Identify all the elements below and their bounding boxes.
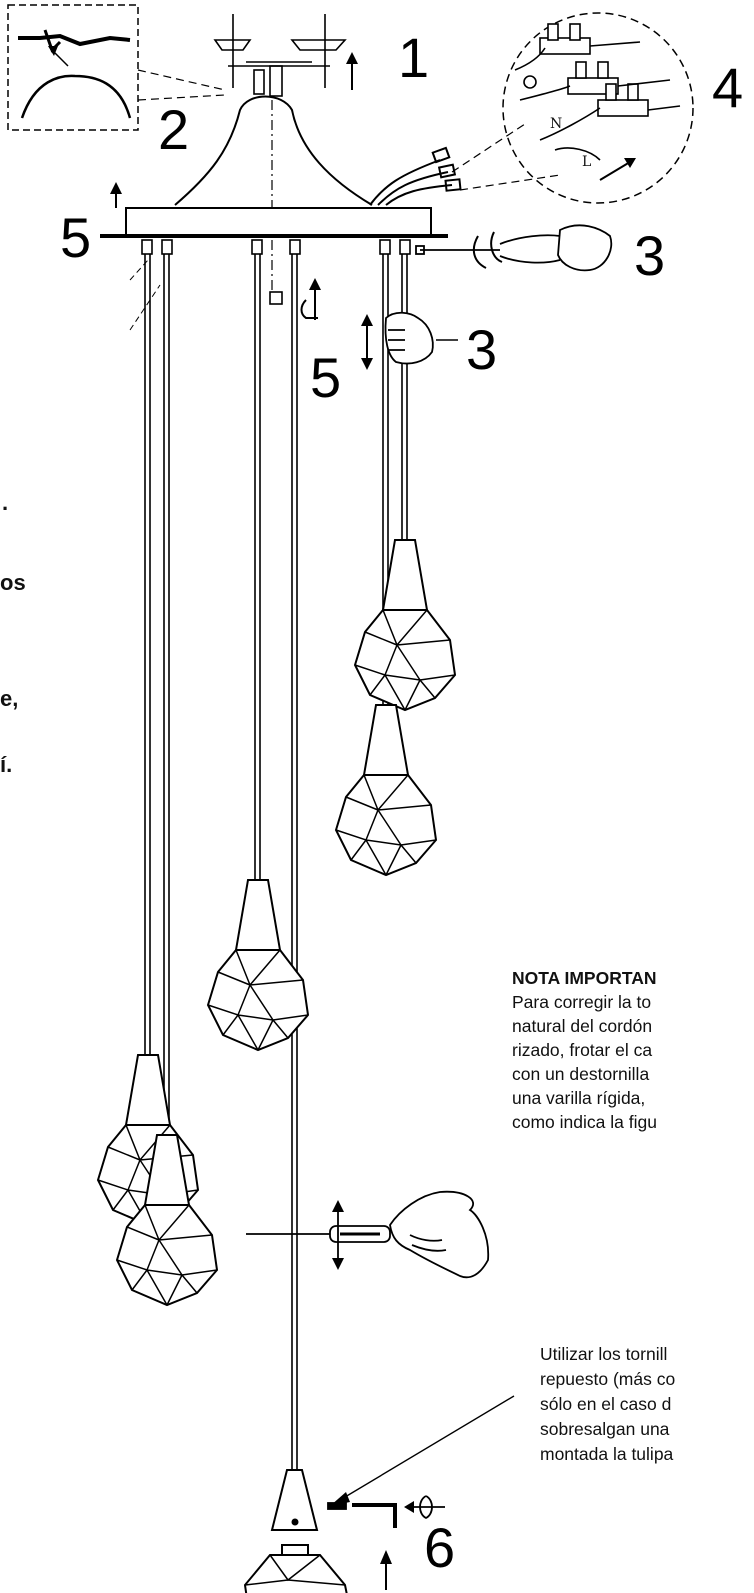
screws-note-line: montada la tulipa: [540, 1444, 674, 1464]
step-number-3-hand: 3: [466, 318, 498, 381]
bottom-lamp-assembly: [243, 1469, 392, 1593]
screws-note-line: sobresalgan una: [540, 1419, 670, 1439]
screws-note-line: repuesto (más co: [540, 1369, 676, 1389]
left-fragment: í.: [0, 752, 13, 777]
screws-note-line: Utilizar los tornill: [540, 1344, 668, 1364]
wire-label-l: L: [582, 154, 592, 170]
hand-icon: [361, 311, 458, 370]
note-line: natural del cordón: [512, 1016, 653, 1036]
note-line: como indica la figu: [512, 1112, 657, 1132]
inset-detail-box: [7, 4, 226, 131]
step-number-5-left: 5: [60, 206, 92, 269]
note-title: NOTA IMPORTAN: [512, 968, 657, 988]
note-line: Para corregir la to: [512, 992, 652, 1012]
screw-and-key: [327, 1395, 515, 1528]
left-fragment: os: [0, 570, 26, 595]
screws-note-line: sólo en el caso d: [540, 1394, 672, 1414]
screws-note-block: Utilizar los tornill repuesto (más co só…: [540, 1342, 675, 1467]
step-number-2: 2: [158, 98, 190, 161]
step-number-3-top: 3: [634, 224, 666, 287]
step-number-4: 4: [712, 56, 744, 119]
note-line: rizado, frotar el ca: [512, 1040, 653, 1060]
step-number-6: 6: [424, 1516, 456, 1579]
step-number-5-mid: 5: [310, 346, 342, 409]
step-number-1: 1: [398, 26, 430, 89]
ceiling-canopy: [100, 95, 462, 290]
left-fragment: .: [2, 490, 9, 515]
screwdriver-icon: [246, 1200, 391, 1270]
pendant-lamp-icon: [354, 539, 456, 711]
note-line: con un destornilla: [512, 1064, 650, 1084]
left-fragment: e,: [0, 686, 19, 711]
note-line: una varilla rígida,: [512, 1088, 646, 1108]
pendant-lamp-icon: [335, 704, 437, 876]
pendant-lamp-icon: [207, 879, 309, 1051]
wiring-detail: [451, 12, 694, 204]
note-block: NOTA IMPORTAN Para corregir la to natura…: [512, 966, 657, 1134]
ceiling-bracket: [213, 14, 358, 97]
rotate-icon: [300, 278, 321, 320]
hand-icon: [389, 1190, 490, 1279]
pliers-icon: [415, 224, 613, 272]
wire-label-n: N: [550, 116, 563, 132]
